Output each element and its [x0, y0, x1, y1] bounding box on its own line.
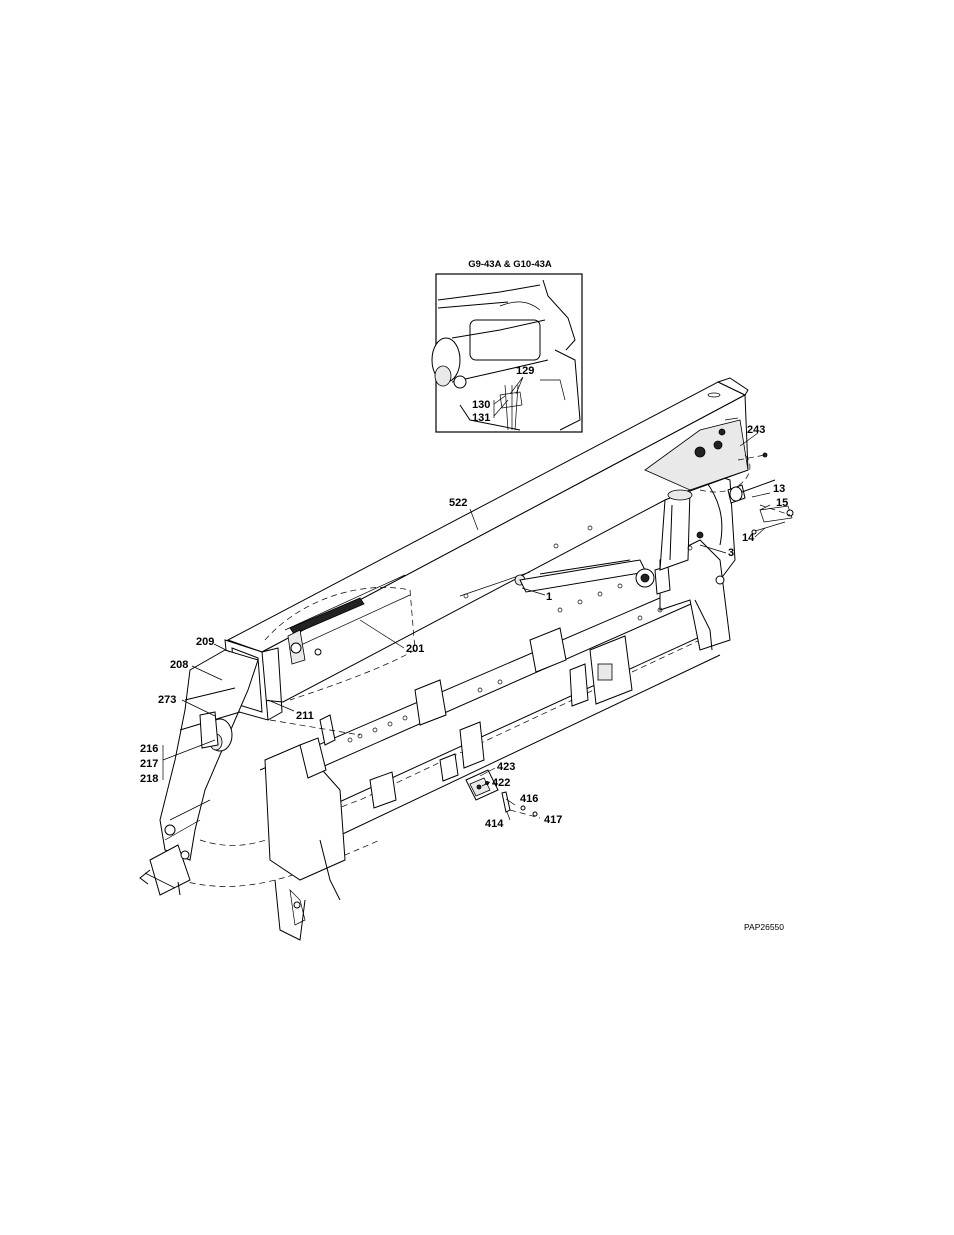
callout-243: 243: [747, 424, 765, 436]
callout-3: 3: [728, 547, 734, 559]
leader-lines: [162, 432, 771, 821]
figure-id: PAP26550: [744, 922, 784, 932]
inset-detail: G9-43A & G10-43A 129 130 131: [431, 259, 583, 433]
callout-217: 217: [140, 758, 158, 770]
inset-pivot-drawing: [431, 279, 581, 431]
callout-417: 417: [544, 814, 562, 826]
callout-208: 208: [170, 659, 188, 671]
callout-13: 13: [773, 483, 785, 495]
callout-14: 14: [742, 532, 755, 544]
callout-209: 209: [196, 636, 214, 648]
callout-211: 211: [296, 710, 314, 722]
mast-pivot: [659, 489, 704, 571]
chassis-frame: [179, 469, 736, 941]
callout-labels: 522 243 13 15 14 3 1 201 209 208 273 211…: [140, 424, 788, 830]
callout-218: 218: [140, 773, 158, 785]
callout-15: 15: [776, 497, 788, 509]
callout-1: 1: [546, 591, 552, 603]
callout-130: 130: [472, 399, 490, 411]
callout-273: 273: [158, 694, 176, 706]
callout-131: 131: [472, 412, 490, 424]
inset-title: G9-43A & G10-43A: [468, 259, 552, 270]
main-boom: [226, 377, 751, 703]
pin-assembly: [727, 452, 794, 535]
plate-assembly: [465, 769, 541, 819]
callout-416: 416: [520, 793, 538, 805]
callout-423: 423: [497, 761, 515, 773]
callout-201: 201: [406, 643, 424, 655]
fly-boom: [139, 649, 259, 896]
inset-leader-lines: [493, 376, 524, 417]
callout-522: 522: [449, 497, 467, 509]
frame-bolt-holes: [347, 583, 663, 743]
callout-414: 414: [485, 818, 504, 830]
callout-422: 422: [492, 777, 510, 789]
callout-216: 216: [140, 743, 158, 755]
callout-129: 129: [516, 365, 534, 377]
lift-cylinder: [519, 559, 671, 595]
